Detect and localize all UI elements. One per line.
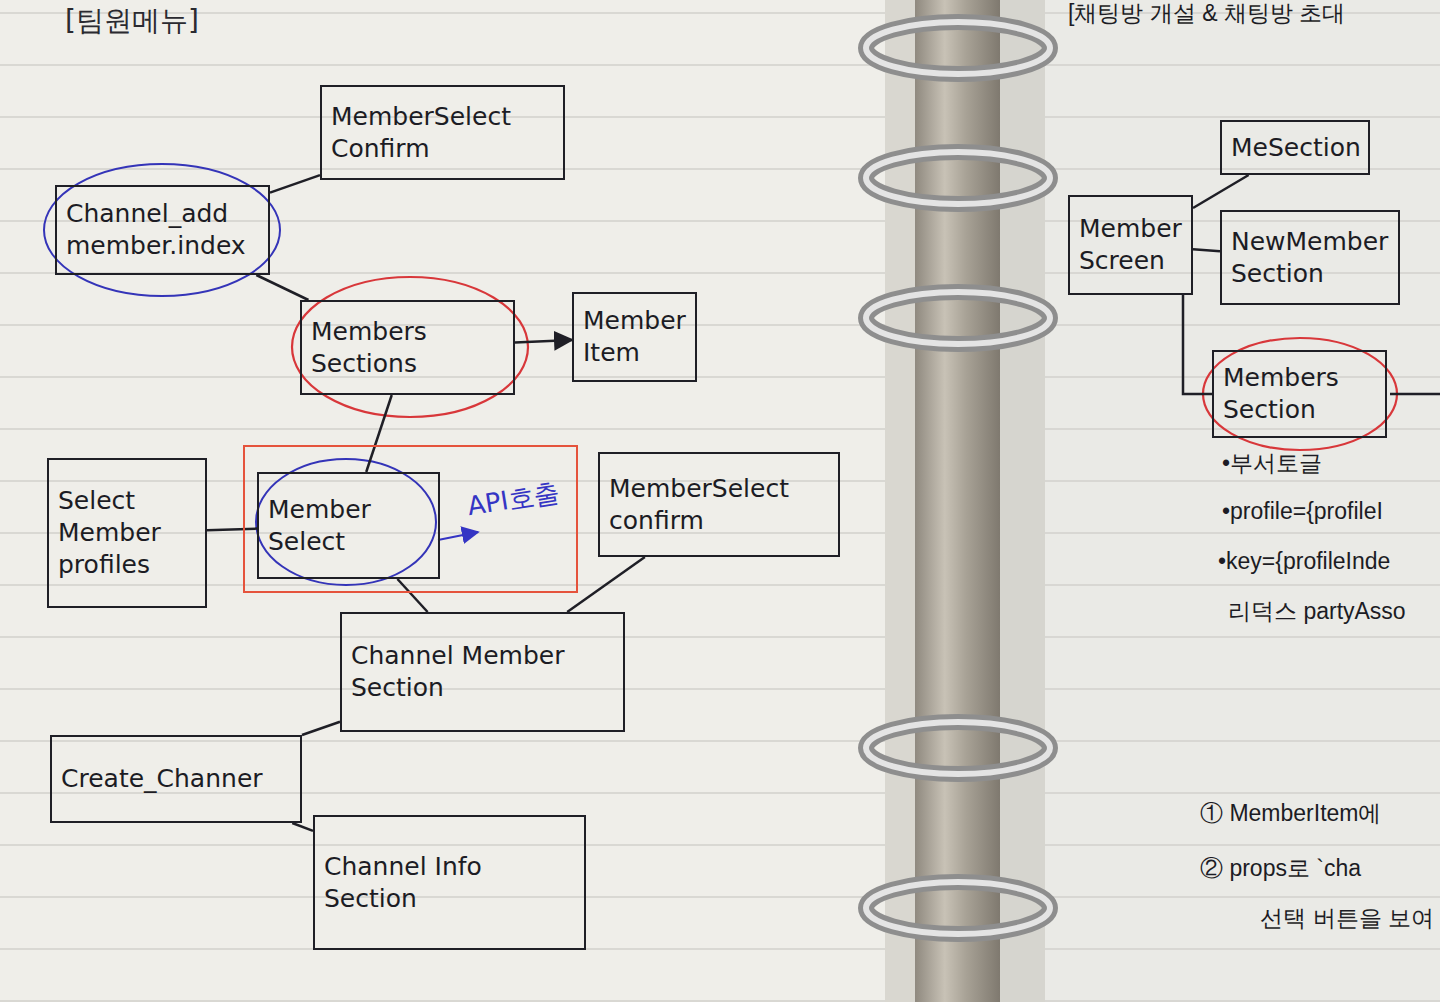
component-box: Channel Member Section: [340, 612, 625, 732]
left-page: [0, 0, 885, 1002]
page-heading: [팀원메뉴]: [65, 4, 199, 38]
note-text: ② props로 `cha: [1200, 855, 1361, 883]
note-text: •key={profileInde: [1218, 548, 1390, 576]
box-label: Channel Member Section: [351, 640, 614, 704]
ruled-lines: [1045, 0, 1440, 1002]
component-box: Member Screen: [1068, 195, 1193, 295]
red-circle-mark: [1203, 338, 1397, 450]
right-page: [1045, 0, 1440, 1002]
blue-circle-mark: [44, 164, 280, 296]
binder-rings: [866, 22, 1050, 934]
box-label: Members Section: [1223, 362, 1376, 426]
note-text: •profile={profileI: [1222, 498, 1383, 526]
connector-line: [1193, 175, 1249, 208]
component-box: MeSection: [1220, 120, 1370, 175]
highlight-box: API호출 Member Select: [243, 445, 578, 593]
page-heading: [채팅방 개설 & 채팅방 초대: [1068, 0, 1345, 28]
component-box: MemberSelect confirm: [598, 452, 840, 557]
component-box: Member Select: [257, 472, 440, 579]
connector-line: [366, 395, 392, 472]
box-label: NewMember Section: [1231, 226, 1389, 290]
box-label: Member Select: [268, 494, 429, 558]
connector-line: [567, 557, 645, 612]
box-label: MemberSelect confirm: [609, 473, 829, 537]
box-label: Member Screen: [1079, 213, 1182, 277]
component-box: Channel_add member.index: [55, 185, 270, 275]
connector-line: [1183, 295, 1212, 394]
component-box: Members Sections: [300, 300, 515, 395]
connector-line: [256, 275, 308, 300]
connector-line: [292, 823, 313, 831]
component-box: Member Item: [572, 292, 697, 382]
connector-arrow: [515, 340, 572, 343]
blue-circle-mark: [256, 459, 436, 585]
red-circle-mark: [292, 277, 528, 417]
note-text: ① MemberItem에: [1200, 800, 1381, 828]
box-label: Channel_add member.index: [66, 198, 259, 262]
component-box: Members Section: [1212, 350, 1387, 438]
connector-line: [1193, 249, 1220, 251]
note-text: 선택 버튼을 보여: [1260, 905, 1434, 933]
component-box: Select Member profiles: [47, 458, 207, 608]
connector-line: [270, 175, 320, 192]
note-text: 리덕스 partyAsso: [1228, 598, 1406, 626]
box-label: Select Member profiles: [58, 485, 196, 581]
box-label: Member Item: [583, 305, 686, 369]
component-box: Create_Channer: [50, 735, 302, 823]
ruled-lines: [0, 0, 885, 1002]
box-label: Create_Channer: [61, 763, 263, 795]
outgoing-line: [1390, 393, 1440, 396]
connector-line: [397, 579, 427, 612]
annotation-text: API호출: [465, 476, 562, 523]
box-label: Members Sections: [311, 316, 504, 380]
box-label: MeSection: [1231, 132, 1361, 164]
component-box: MemberSelect Confirm: [320, 85, 565, 180]
box-label: Channel Info Section: [324, 851, 575, 915]
connector-line: [302, 722, 340, 735]
box-label: MemberSelect Confirm: [331, 101, 554, 165]
note-text: •부서토글: [1222, 450, 1322, 478]
component-box: Channel Info Section: [313, 815, 586, 950]
connector-line: [207, 529, 257, 531]
api-arrow: [438, 532, 478, 540]
component-box: NewMember Section: [1220, 210, 1400, 305]
